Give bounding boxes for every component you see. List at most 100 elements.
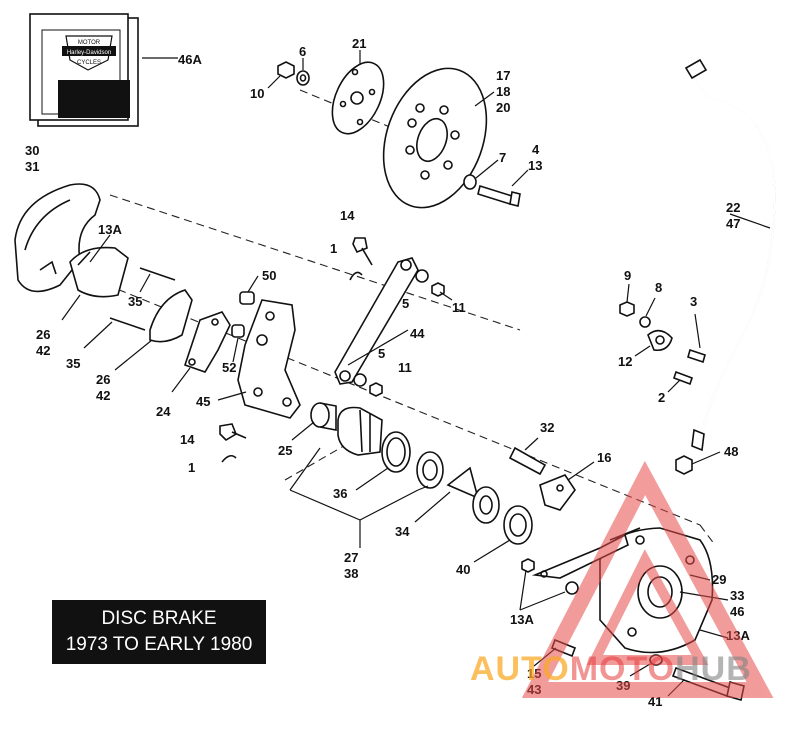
nut-11b — [369, 382, 383, 397]
callout-35-top: 35 — [128, 294, 142, 309]
logo-box: MOTOR Harley-Davidson CYCLES — [29, 13, 139, 127]
washer-13a-b — [565, 581, 579, 595]
lockwasher-8 — [639, 316, 651, 328]
seal-40b — [503, 505, 533, 545]
spacer-52 — [231, 324, 245, 338]
callout-46a: 46A — [178, 52, 202, 67]
fitting-48 — [675, 455, 693, 475]
screw-3 — [687, 348, 706, 364]
seal-ring — [381, 431, 411, 473]
callout-44: 44 — [410, 326, 425, 341]
nut-9 — [619, 301, 635, 317]
screw-2 — [672, 370, 694, 386]
cotter-pin-1a — [349, 271, 363, 281]
callout-38: 38 — [344, 566, 358, 581]
title-line-2: 1973 TO EARLY 1980 — [65, 634, 253, 655]
leader-lines — [61, 50, 771, 697]
brake-disc — [382, 67, 488, 209]
brake-hose — [684, 58, 777, 452]
logo-text-top: MOTOR — [78, 40, 101, 46]
washer-6 — [296, 70, 310, 86]
pin-32 — [508, 446, 547, 476]
callout-40: 40 — [456, 562, 470, 577]
logo-text-bot: CYCLES — [77, 60, 101, 66]
callout-26-mid: 26 — [96, 372, 110, 387]
callout-52: 52 — [222, 360, 236, 375]
callout-6: 6 — [299, 44, 306, 59]
callout-14-bottom: 14 — [180, 432, 195, 447]
callout-17: 17 — [496, 68, 510, 83]
watermark-part-3: HUB — [675, 650, 752, 688]
callout-36: 36 — [333, 486, 347, 501]
bracket-16 — [539, 474, 576, 511]
bolt-14a — [352, 237, 373, 266]
callout-13a-top: 13A — [98, 222, 122, 237]
callout-9: 9 — [624, 268, 631, 283]
logo-text-mid: Harley-Davidson — [67, 50, 111, 56]
callout-8: 8 — [655, 280, 662, 295]
callout-48: 48 — [724, 444, 738, 459]
clamp-12 — [647, 329, 673, 352]
callout-33: 33 — [730, 588, 744, 603]
nut-13a — [521, 558, 535, 573]
callout-31: 31 — [25, 159, 39, 174]
callout-4: 4 — [532, 142, 540, 157]
callout-42-left: 42 — [36, 343, 50, 358]
callout-11-mid: 11 — [398, 360, 412, 375]
pin-35b — [109, 317, 146, 331]
callout-14-top: 14 — [340, 208, 355, 223]
callout-11-top: 11 — [452, 300, 466, 315]
callout-29: 29 — [712, 572, 726, 587]
bushing-5a — [415, 269, 429, 283]
bushing-5b — [353, 373, 367, 387]
bolt-14b — [219, 423, 247, 442]
nut-10 — [277, 61, 295, 79]
piston-36 — [337, 406, 383, 456]
callout-45: 45 — [196, 394, 210, 409]
callout-5-top: 5 — [402, 296, 409, 311]
spacer-50 — [239, 291, 255, 305]
callout-24: 24 — [156, 404, 171, 419]
watermark-triangle — [521, 460, 774, 698]
callout-32: 32 — [540, 420, 554, 435]
callout-20: 20 — [496, 100, 510, 115]
callout-16: 16 — [597, 450, 611, 465]
retainer-ring — [416, 451, 444, 489]
bushing-25 — [310, 402, 337, 431]
cotter-pin-1b — [221, 454, 237, 463]
bracket-24 — [183, 311, 231, 373]
callout-1-bottom: 1 — [188, 460, 195, 475]
callout-10: 10 — [250, 86, 264, 101]
title-line-1: DISC BRAKE — [101, 608, 217, 629]
callout-18: 18 — [496, 84, 510, 99]
callout-30: 30 — [25, 143, 39, 158]
pad-26 — [149, 289, 193, 343]
assembly-axis-lines — [69, 89, 716, 546]
callout-35-bottom: 35 — [66, 356, 80, 371]
callout-42-mid: 42 — [96, 388, 110, 403]
callout-47: 47 — [726, 216, 740, 231]
callout-21: 21 — [352, 36, 366, 51]
callout-12: 12 — [618, 354, 632, 369]
callout-13a-left: 13A — [510, 612, 534, 627]
torque-link-44 — [334, 257, 419, 385]
pin-35a — [139, 267, 176, 281]
pad-13a — [69, 246, 129, 298]
diagram-title-box: DISC BRAKE 1973 TO EARLY 1980 — [52, 600, 266, 664]
callout-7: 7 — [499, 150, 506, 165]
caliper-half-30 — [14, 183, 101, 293]
callout-13: 13 — [528, 158, 542, 173]
callout-26-left: 26 — [36, 327, 50, 342]
hub-flange — [331, 61, 385, 135]
watermark-part-1: AUTO — [470, 650, 570, 688]
callout-27: 27 — [344, 550, 358, 565]
callout-22: 22 — [726, 200, 740, 215]
callout-50: 50 — [262, 268, 276, 283]
callout-34: 34 — [395, 524, 410, 539]
callout-5-mid: 5 — [378, 346, 385, 361]
callout-2: 2 — [658, 390, 665, 405]
lockwasher-7 — [463, 174, 477, 190]
seal-40a — [472, 486, 500, 524]
bracket-45 — [237, 299, 301, 419]
